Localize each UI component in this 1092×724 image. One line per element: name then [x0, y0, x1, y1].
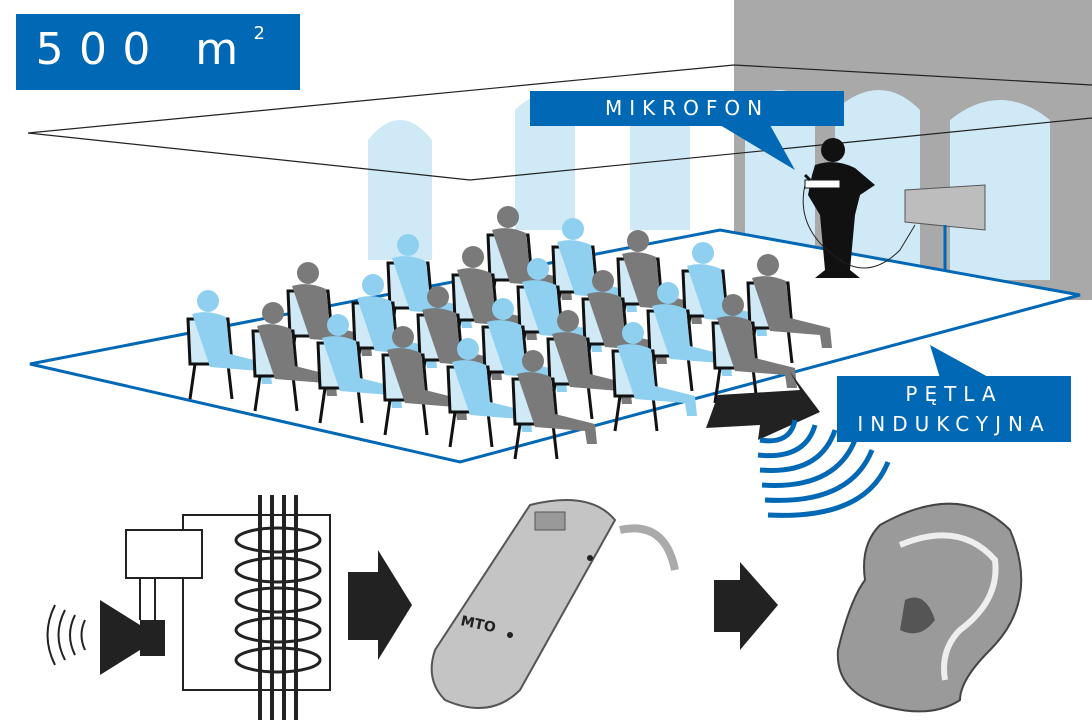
audience-member	[451, 246, 537, 356]
ceiling-outline	[27, 64, 1092, 181]
audience-member	[711, 294, 797, 404]
ear-icon	[836, 502, 1023, 713]
sound-waves-icon	[46, 604, 86, 666]
induction-loop-label: PĘTLA INDUKCYJNA	[837, 376, 1071, 442]
audience-member	[251, 302, 337, 412]
mto-switch-label: MTO	[459, 613, 497, 636]
audience-member	[611, 322, 697, 432]
audience-member	[646, 282, 732, 392]
audience-member	[316, 314, 402, 424]
loop-pointer	[930, 345, 990, 378]
audience-member	[381, 326, 467, 436]
loop-label-line1: PĘTLA	[905, 382, 1003, 406]
audience-member	[481, 298, 567, 408]
mikrofon-pointer	[720, 125, 795, 170]
loop-label-line2: INDUKCYJNA	[857, 412, 1051, 436]
microphone-cable	[802, 184, 916, 269]
hearing-aid-icon: MTO	[430, 499, 679, 709]
audience	[186, 206, 832, 460]
audience-member	[186, 290, 272, 400]
audience-member	[446, 338, 532, 448]
loudspeaker-icon	[100, 600, 165, 675]
audience-member	[351, 274, 437, 384]
area-unit-superscript: 2	[253, 23, 281, 44]
speaker-person-icon	[803, 138, 875, 278]
loop-amplifier-icon	[904, 184, 986, 270]
arrow-down-icon	[706, 372, 820, 440]
radio-waves-icon	[757, 419, 891, 518]
audience-member	[511, 350, 597, 460]
window-arches	[368, 95, 690, 260]
arrow-right-icon	[348, 550, 412, 660]
arrow-right-icon-2	[714, 562, 778, 650]
area-label: 500 m2	[16, 14, 300, 90]
induction-coil-icon	[125, 495, 331, 720]
mikrofon-label: MIKROFON	[530, 91, 844, 126]
area-value: 500 m	[35, 24, 254, 75]
